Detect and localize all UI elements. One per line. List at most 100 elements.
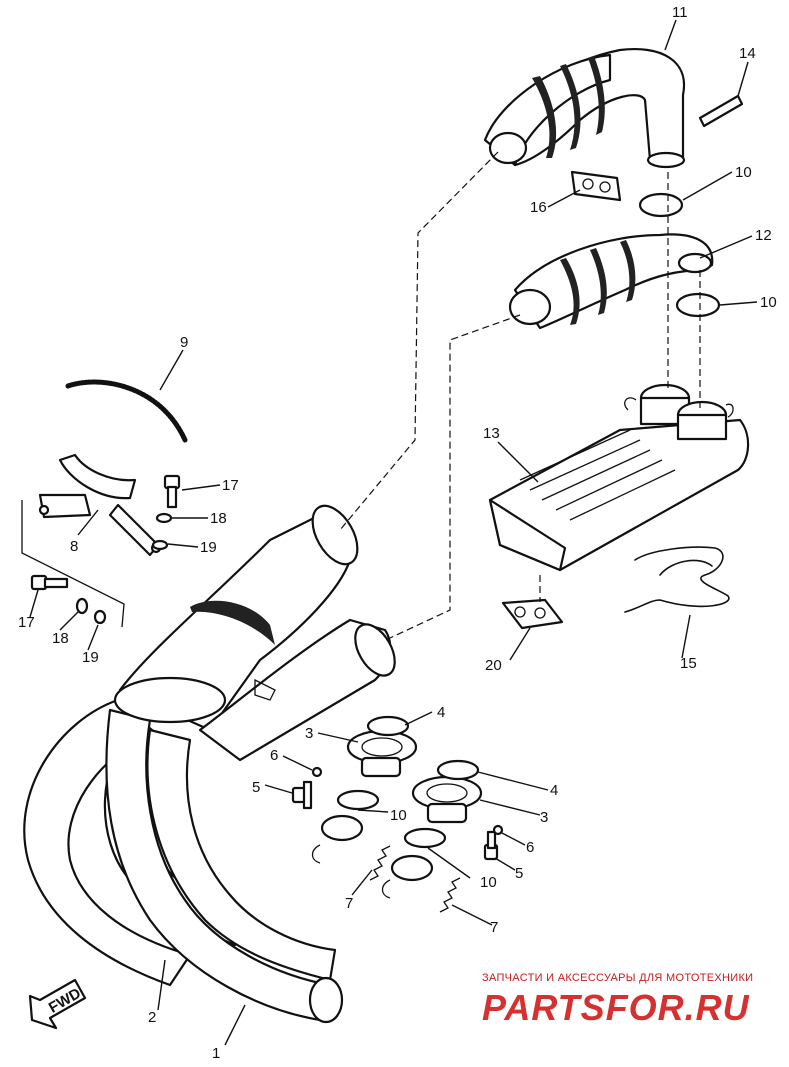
callout-8: 8: [70, 538, 78, 555]
callout-10: 10: [760, 294, 777, 311]
callout-9: 9: [180, 334, 188, 351]
callout-17: 17: [18, 614, 35, 631]
washer-19-upper: [151, 539, 169, 551]
bolt-5-right: [483, 830, 499, 861]
gasket-10-b: [403, 827, 447, 849]
damper-20: [501, 598, 564, 630]
leader-20: [509, 627, 531, 661]
callout-18: 18: [210, 510, 227, 527]
callout-19: 19: [200, 539, 217, 556]
callout-10: 10: [390, 807, 407, 824]
gasket-4-lower: [436, 759, 480, 781]
alignment-line-11: [339, 151, 499, 531]
bolt-17-lower: [30, 574, 69, 591]
leader-7-right: [451, 904, 493, 926]
leader-9: [159, 349, 184, 391]
callout-10: 10: [735, 164, 752, 181]
exhaust-pipe-1: [105, 708, 344, 1024]
callout-16: 16: [530, 199, 547, 216]
band-9: [65, 379, 188, 443]
leader-4-upper: [404, 711, 433, 726]
leader-14: [737, 61, 749, 97]
leader-15: [681, 614, 691, 659]
callout-6: 6: [270, 747, 278, 764]
leader-6-left: [282, 755, 313, 771]
washer-6-left: [311, 766, 323, 778]
leader-10-mid: [719, 301, 758, 306]
leader-19-lower: [87, 624, 99, 651]
washer-18-lower: [75, 597, 89, 615]
callout-5: 5: [252, 779, 260, 796]
leader-8: [77, 509, 99, 536]
callout-4: 4: [550, 782, 558, 799]
leader-5-left: [264, 784, 293, 794]
watermark-tagline: ЗАПЧАСТИ И АКСЕССУАРЫ ДЛЯ МОТОТЕХНИКИ: [482, 972, 754, 984]
leader-4-lower: [477, 771, 549, 791]
leader-13: [497, 441, 539, 483]
leader-2: [157, 959, 166, 1011]
callout-10: 10: [480, 874, 497, 891]
callout-12: 12: [755, 227, 772, 244]
washer-6-right: [492, 824, 504, 836]
washer-19-lower: [93, 609, 107, 625]
spring-7-left: [369, 845, 391, 881]
gasket-10-a: [336, 789, 380, 811]
callout-4: 4: [437, 704, 445, 721]
gasket-10-upper: [638, 192, 684, 218]
callout-7: 7: [490, 919, 498, 936]
callout-1: 1: [212, 1045, 220, 1062]
callout-6: 6: [526, 839, 534, 856]
leader-1: [224, 1004, 246, 1046]
callout-19: 19: [82, 649, 99, 666]
hook-left: [311, 844, 321, 864]
leader-19-upper: [167, 543, 199, 548]
leader-17-lower: [29, 589, 39, 618]
leader-18-lower: [59, 611, 79, 631]
leader-10-top: [682, 171, 733, 201]
leader-16: [547, 189, 581, 208]
callout-11: 11: [672, 4, 688, 21]
leader-7-left: [351, 869, 373, 896]
callout-5: 5: [515, 865, 523, 882]
flange-3-lower: [411, 775, 483, 824]
callout-3: 3: [305, 725, 313, 742]
bracket-15: [624, 546, 730, 613]
callout-3: 3: [540, 809, 548, 826]
muffler-12: [508, 233, 714, 330]
callout-15: 15: [680, 655, 697, 672]
watermark-logo: PARTSFOR.RU: [482, 987, 750, 1028]
leader-3-upper: [317, 732, 359, 743]
gasket-10-middle: [675, 292, 721, 318]
fwd-arrow-icon: FWD: [28, 978, 87, 1030]
callout-14: 14: [739, 45, 756, 62]
leader-6-right: [501, 832, 526, 846]
washer-18-upper: [155, 512, 173, 524]
flange-3-upper: [346, 729, 418, 778]
pipe-joint-right: [390, 854, 434, 882]
bracket-group-frame: [21, 500, 125, 628]
callout-7: 7: [345, 895, 353, 912]
bolt-5-left: [291, 780, 313, 810]
leader-17-upper: [181, 484, 221, 491]
bolt-17-upper: [163, 474, 181, 509]
hook-right: [381, 879, 391, 899]
leader-12: [699, 235, 753, 259]
gasket-4-upper: [366, 715, 410, 737]
leader-3-lower: [479, 799, 541, 816]
muffler-box-13: [488, 383, 750, 572]
leader-10-lower: [357, 809, 471, 879]
leader-5-right: [494, 857, 516, 871]
callout-17: 17: [222, 477, 239, 494]
callout-18: 18: [52, 630, 69, 647]
bracket-8: [38, 453, 162, 557]
muffler-11: [483, 48, 686, 169]
spring-7-right: [439, 877, 461, 913]
alignment-line-12: [389, 314, 521, 639]
callout-2: 2: [148, 1009, 156, 1026]
stud-14: [698, 94, 744, 128]
leader-11: [664, 19, 677, 51]
callout-13: 13: [483, 425, 500, 442]
collector-body: [113, 504, 396, 762]
damper-16: [570, 170, 622, 202]
